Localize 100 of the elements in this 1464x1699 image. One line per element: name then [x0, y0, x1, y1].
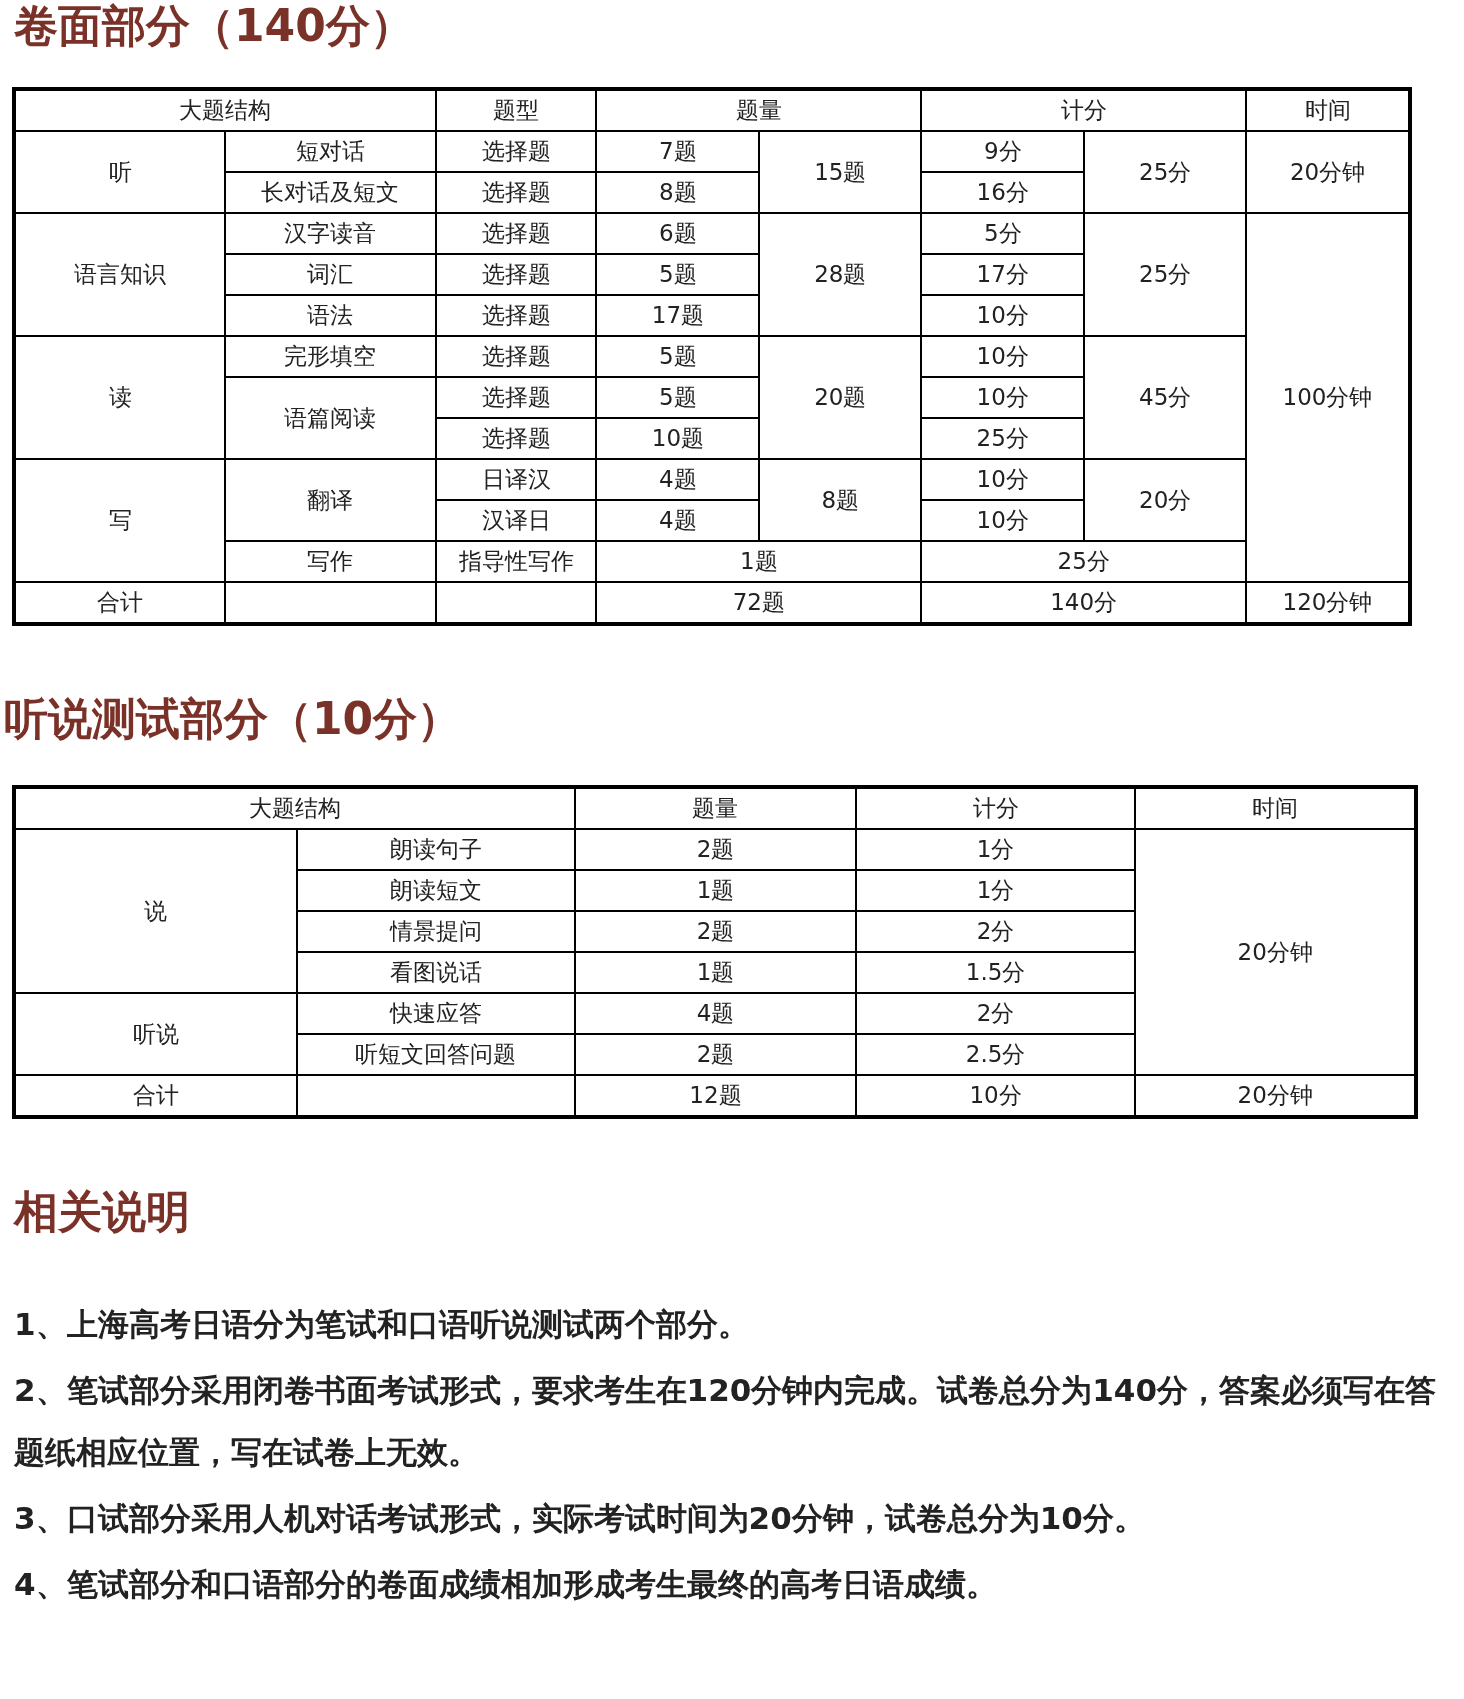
table-cell: 6题	[597, 214, 759, 253]
table-cell: 10分	[856, 1076, 1135, 1115]
table-cell: 17分	[922, 255, 1084, 294]
table-cell: 短对话	[226, 132, 435, 171]
table-cell: 4题	[576, 994, 855, 1033]
table-cell: 选择题	[436, 173, 596, 212]
table-cell: 语言知识	[16, 214, 225, 335]
table-cell: 12题	[576, 1076, 855, 1115]
table-cell: 选择题	[436, 132, 596, 171]
table-cell: 1分	[856, 830, 1135, 869]
table-cell: 选择题	[436, 255, 596, 294]
table-cell: 4题	[597, 460, 759, 499]
table-cell: 28题	[760, 214, 921, 335]
table-cell: 朗读短文	[297, 871, 575, 910]
table-cell: 选择题	[436, 419, 596, 458]
table-cell: 合计	[16, 583, 225, 622]
table-cell: 时间	[1136, 789, 1414, 828]
section-heading: 听说测试部分（10分）	[4, 697, 462, 741]
table-cell: 10分	[922, 460, 1084, 499]
table-cell: 题量	[576, 789, 855, 828]
table-cell: 长对话及短文	[226, 173, 435, 212]
table-cell: 语篇阅读	[226, 378, 435, 458]
table-cell: 2分	[856, 994, 1135, 1033]
table-cell: 1题	[576, 953, 855, 992]
table-cell: 时间	[1247, 91, 1408, 130]
table-cell: 听说	[16, 994, 296, 1074]
table-cell: 快速应答	[297, 994, 575, 1033]
table-cell: 2题	[576, 912, 855, 951]
table-cell: 选择题	[436, 337, 596, 376]
table-cell: 语法	[226, 296, 435, 335]
table-cell: 翻译	[226, 460, 435, 540]
table-cell: 5题	[597, 378, 759, 417]
table-cell: 题量	[597, 91, 921, 130]
table-cell: 25分	[922, 542, 1246, 581]
table-cell: 合计	[16, 1076, 296, 1115]
table-cell: 25分	[922, 419, 1084, 458]
table-cell: 25分	[1085, 132, 1246, 212]
table-cell: 20分	[1085, 460, 1246, 540]
note-text: 2、笔试部分采用闭卷书面考试形式，要求考生在120分钟内完成。试卷总分为140分，答案必须写在答题纸相应位置，写在试卷上无效。	[14, 1371, 1437, 1472]
table-cell: 15题	[760, 132, 921, 212]
table-cell: 20分钟	[1247, 132, 1408, 212]
table-cell: 7题	[597, 132, 759, 171]
table-cell: 日译汉	[436, 460, 596, 499]
table-cell: 5题	[597, 337, 759, 376]
table-cell: 1题	[597, 542, 921, 581]
table-cell: 写	[16, 460, 225, 581]
note-text: 3、口试部分采用人机对话考试形式，实际考试时间为20分钟，试卷总分为10分。	[14, 1499, 1146, 1538]
table-cell: 计分	[856, 789, 1135, 828]
section-heading: 相关说明	[14, 1190, 190, 1234]
table-cell: 看图说话	[297, 953, 575, 992]
table-cell: 情景提问	[297, 912, 575, 951]
table-cell: 10分	[922, 296, 1084, 335]
table-cell: 1题	[576, 871, 855, 910]
table-cell: 朗读句子	[297, 830, 575, 869]
table-cell: 20分钟	[1136, 830, 1414, 1074]
table-cell: 8题	[597, 173, 759, 212]
table-cell: 72题	[597, 583, 921, 622]
table-cell: 9分	[922, 132, 1084, 171]
table-cell: 5题	[597, 255, 759, 294]
table-cell: 指导性写作	[436, 542, 596, 581]
table-cell: 2.5分	[856, 1035, 1135, 1074]
table-cell: 2题	[576, 830, 855, 869]
table-cell: 汉字读音	[226, 214, 435, 253]
table-cell: 16分	[922, 173, 1084, 212]
table-cell: 10分	[922, 501, 1084, 540]
table-cell: 17题	[597, 296, 759, 335]
table-cell: 1分	[856, 871, 1135, 910]
table-cell: 5分	[922, 214, 1084, 253]
table-cell: 10题	[597, 419, 759, 458]
table-cell: 20分钟	[1136, 1076, 1414, 1115]
table-cell: 2题	[576, 1035, 855, 1074]
table-cell: 25分	[1085, 214, 1246, 335]
table-cell: 选择题	[436, 378, 596, 417]
table-cell: 完形填空	[226, 337, 435, 376]
table-cell: 汉译日	[436, 501, 596, 540]
table-cell: 2分	[856, 912, 1135, 951]
table-cell: 大题结构	[16, 789, 575, 828]
table-cell: 20题	[760, 337, 921, 458]
table-cell: 10分	[922, 378, 1084, 417]
table-cell: 听短文回答问题	[297, 1035, 575, 1074]
table-cell: 计分	[922, 91, 1246, 130]
table-cell: 词汇	[226, 255, 435, 294]
table-cell: 120分钟	[1247, 583, 1408, 622]
table-cell: 题型	[436, 91, 596, 130]
table-cell: 10分	[922, 337, 1084, 376]
table-cell: 100分钟	[1247, 214, 1408, 581]
section-heading: 卷面部分（140分）	[14, 4, 414, 48]
table-cell: 说	[16, 830, 296, 992]
table-cell: 8题	[760, 460, 921, 540]
table-cell: 听	[16, 132, 225, 212]
table-cell: 读	[16, 337, 225, 458]
table-cell: 大题结构	[16, 91, 435, 130]
note-text: 4、笔试部分和口语部分的卷面成绩相加形成考生最终的高考日语成绩。	[14, 1565, 998, 1604]
table-cell: 写作	[226, 542, 435, 581]
table-cell: 140分	[922, 583, 1246, 622]
table-cell: 1.5分	[856, 953, 1135, 992]
table-cell: 选择题	[436, 296, 596, 335]
table-cell: 选择题	[436, 214, 596, 253]
table-cell: 45分	[1085, 337, 1246, 458]
table-cell: 4题	[597, 501, 759, 540]
